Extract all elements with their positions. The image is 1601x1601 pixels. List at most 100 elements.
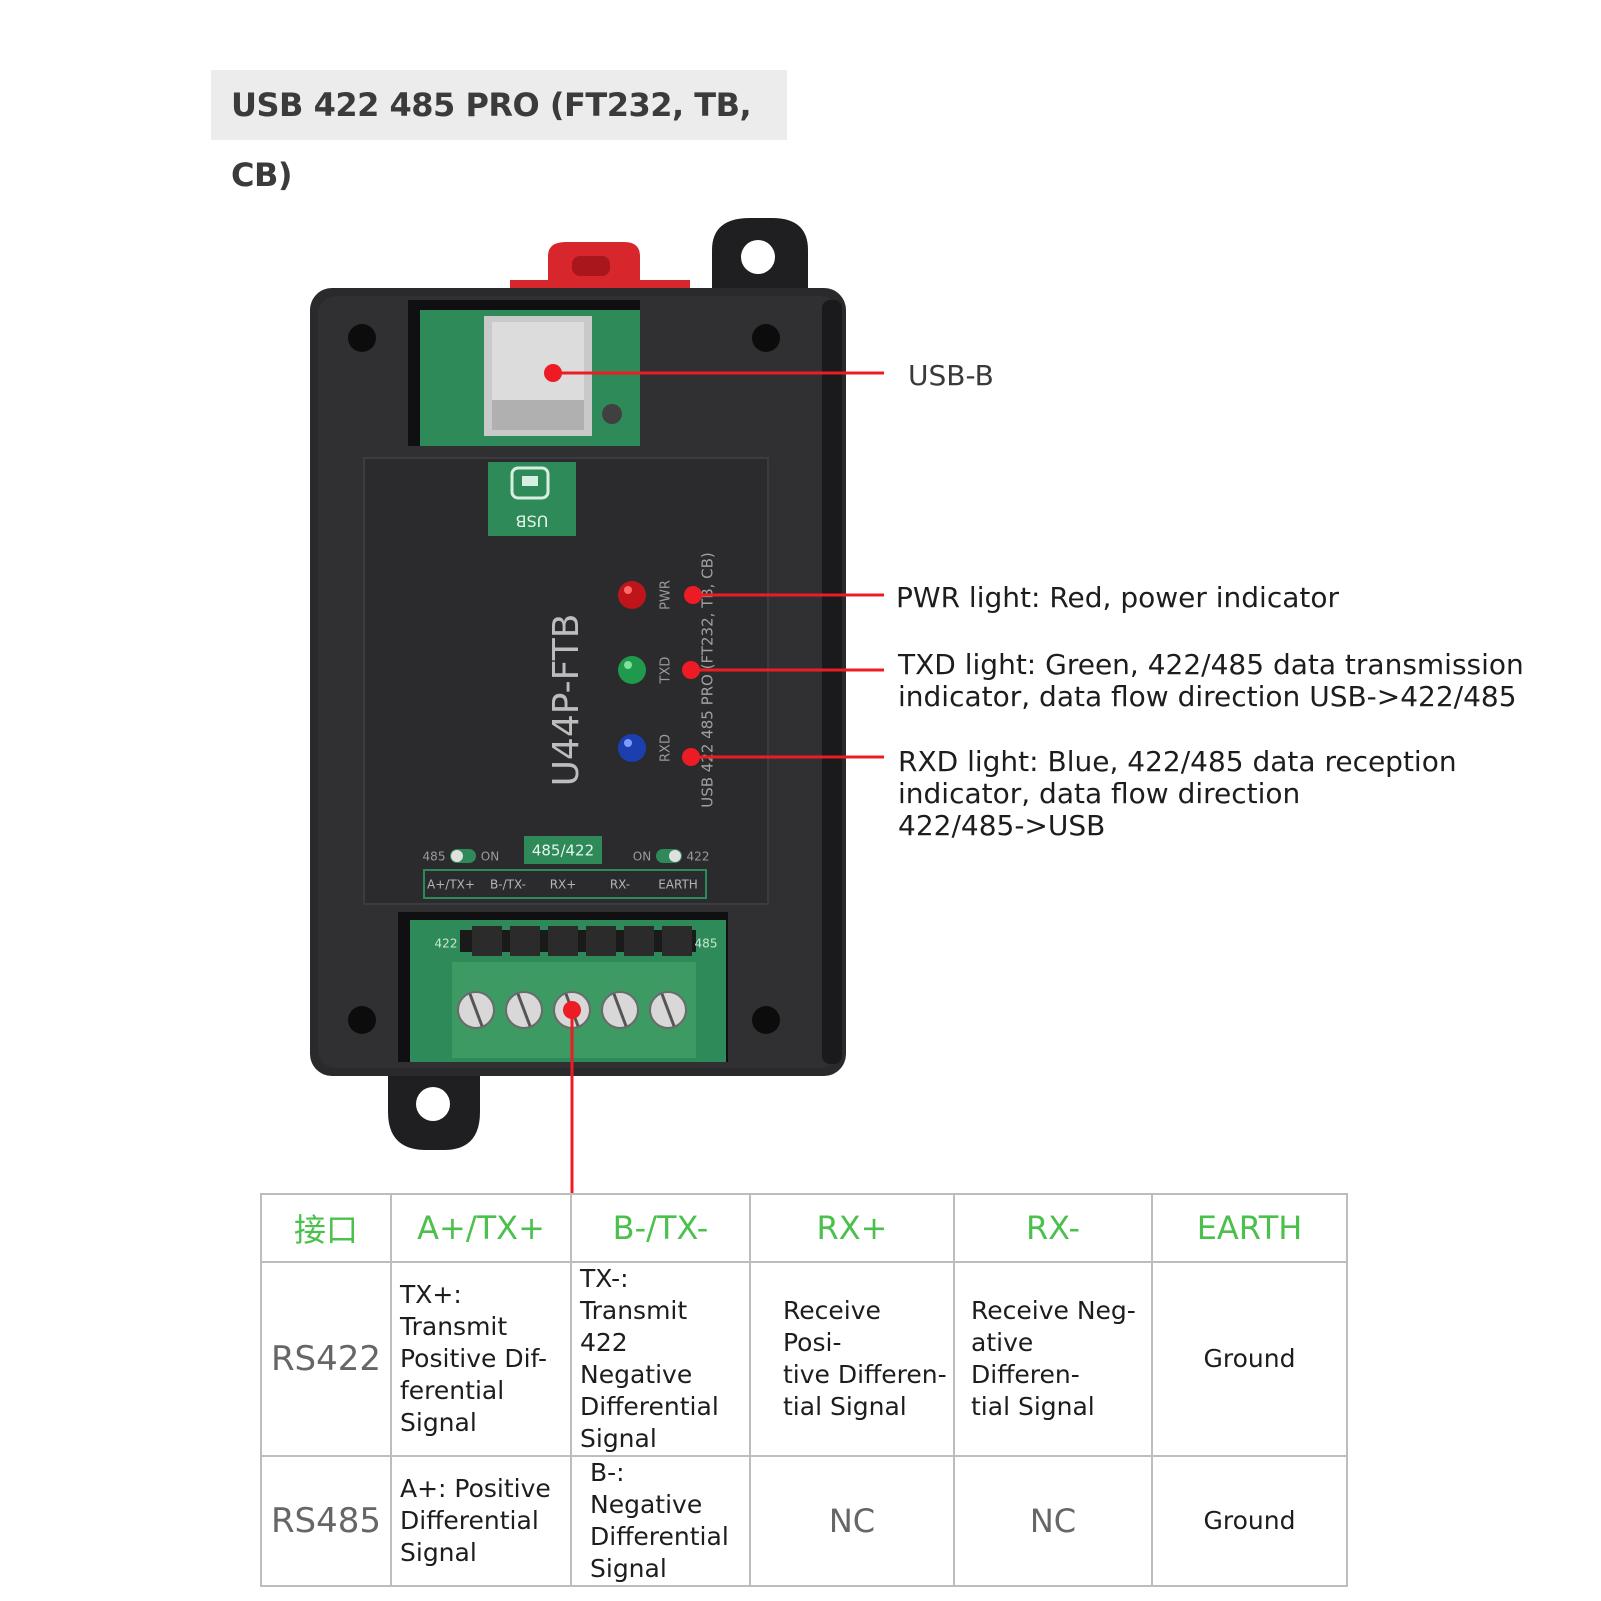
- cell-line: tial Signal: [971, 1392, 1095, 1421]
- cell-line: Signal: [400, 1408, 477, 1437]
- pwr-led: PWR: [618, 580, 674, 610]
- terminal-label: B-/TX-: [490, 878, 526, 892]
- column-header: RX-: [953, 1193, 1153, 1263]
- terminal-label: A+/TX+: [427, 878, 475, 892]
- column-header: B-/TX-: [570, 1193, 751, 1263]
- screw-hole: [348, 324, 376, 352]
- rxd-led-label: RXD: [659, 734, 674, 762]
- screw-hole: [752, 324, 780, 352]
- jumper-label-485: 485: [695, 937, 718, 951]
- cell-line: Differential: [590, 1522, 729, 1551]
- pin-definition-table: 接口 A+/TX+ B-/TX- RX+ RX- EARTH RS422 TX+…: [260, 1193, 1348, 1587]
- usb-b-leader: [544, 364, 884, 382]
- cell-line: NC: [1029, 1502, 1077, 1540]
- table-cell: NC: [749, 1455, 955, 1587]
- row-header: RS422: [260, 1261, 392, 1457]
- column-header: EARTH: [1151, 1193, 1348, 1263]
- cell-line: NC: [828, 1502, 876, 1540]
- usb-port-label: USB: [516, 512, 549, 531]
- callout-rxd: RXD light: Blue, 422/485 data reception …: [898, 746, 1457, 842]
- side-product-label: USB 422 485 PRO (FT232, TB, CB): [699, 552, 717, 808]
- table-cell: A+: Positive Differential Signal: [390, 1455, 572, 1587]
- terminal-label: RX+: [550, 878, 577, 892]
- rxd-leader: [682, 748, 884, 766]
- screw-hole: [752, 1006, 780, 1034]
- txd-led: TXD: [618, 656, 674, 684]
- column-header: 接口: [260, 1193, 392, 1263]
- cell-line: Signal: [580, 1424, 657, 1453]
- callout-txd-line: indicator, data flow direction USB->422/…: [898, 680, 1517, 713]
- switch-right-label-b: 422: [687, 850, 710, 864]
- callout-usb-b: USB-B: [908, 359, 994, 392]
- cell-line: Signal: [400, 1538, 477, 1567]
- cell-line: 422 Negative: [580, 1328, 693, 1389]
- cell-line: Signal: [590, 1554, 667, 1583]
- cell-line: ative Differen-: [971, 1328, 1080, 1389]
- terminal-screw: [601, 991, 639, 1029]
- cell-line: ferential: [400, 1376, 505, 1405]
- callout-rxd-line: indicator, data flow direction: [898, 777, 1301, 810]
- callout-pwr: PWR light: Red, power indicator: [896, 581, 1340, 614]
- red-din-clip: [510, 242, 690, 302]
- cell-line: Receive Posi-: [783, 1296, 881, 1357]
- cell-line: TX+: Transmit: [400, 1280, 508, 1341]
- cell-line: Receive Neg-: [971, 1296, 1136, 1325]
- pwr-led-label: PWR: [659, 580, 674, 610]
- table-cell: Receive Posi- tive Differen- tial Signal: [749, 1261, 955, 1457]
- pwr-leader: [684, 586, 884, 604]
- screw-hole: [348, 1006, 376, 1034]
- page-title: USB 422 485 PRO (FT232, TB, CB): [231, 86, 752, 194]
- switch-left-label-b: ON: [481, 850, 499, 864]
- rxd-led: RXD: [618, 734, 674, 762]
- cell-line: Differential: [400, 1506, 539, 1535]
- txd-leader: [682, 661, 884, 679]
- terminal-label: RX-: [610, 878, 630, 892]
- callout-txd-line: TXD light: Green, 422/485 data transmiss…: [898, 648, 1524, 681]
- callout-rxd-line: 422/485->USB: [898, 809, 1106, 842]
- table-row: RS485 A+: Positive Differential Signal B…: [260, 1455, 1348, 1587]
- cell-line: TX-: Transmit: [580, 1264, 688, 1325]
- model-label: U44P-FTB: [546, 614, 587, 787]
- terminal-screw: [649, 991, 687, 1029]
- column-header: RX+: [749, 1193, 955, 1263]
- cell-line: tive Differen-: [783, 1360, 947, 1389]
- cell-line: Positive Dif-: [400, 1344, 547, 1373]
- cell-line: Ground: [1203, 1344, 1296, 1373]
- cell-line: Differential: [580, 1392, 719, 1421]
- table-row: RS422 TX+: Transmit Positive Dif- ferent…: [260, 1261, 1348, 1457]
- terminal-labels: A+/TX+ B-/TX- RX+ RX- EARTH: [423, 869, 707, 899]
- cell-line: B-: Negative: [590, 1458, 703, 1519]
- usb-label-tab: USB: [488, 462, 576, 536]
- terminal-screw: [457, 991, 495, 1029]
- mode-label-tab: [524, 836, 602, 864]
- mode-label: 485/422: [532, 842, 594, 860]
- jumper-row: 422 485: [435, 926, 718, 956]
- callout-txd: TXD light: Green, 422/485 data transmiss…: [898, 649, 1524, 713]
- switch-left-label-a: 485: [423, 850, 446, 864]
- table-cell: TX+: Transmit Positive Dif- ferential Si…: [390, 1261, 572, 1457]
- table-cell: Receive Neg- ative Differen- tial Signal: [953, 1261, 1153, 1457]
- usb-b-port: [484, 316, 592, 436]
- table-cell: TX-: Transmit 422 Negative Differential …: [570, 1261, 751, 1457]
- row-header: RS485: [260, 1455, 392, 1587]
- table-header-row: 接口 A+/TX+ B-/TX- RX+ RX- EARTH: [260, 1193, 1348, 1263]
- table-cell: Ground: [1151, 1455, 1348, 1587]
- table-cell: NC: [953, 1455, 1153, 1587]
- top-mounting-ear: [712, 218, 808, 300]
- jumper-label-422: 422: [435, 937, 458, 951]
- txd-led-label: TXD: [659, 657, 674, 685]
- terminal-label: EARTH: [658, 878, 698, 892]
- bottom-mounting-ear: [388, 1060, 480, 1150]
- callout-rxd-line: RXD light: Blue, 422/485 data reception: [898, 745, 1457, 778]
- terminal-screw: [505, 991, 543, 1029]
- cell-line: Ground: [1203, 1506, 1296, 1535]
- column-header: A+/TX+: [390, 1193, 572, 1263]
- table-cell: Ground: [1151, 1261, 1348, 1457]
- table-cell: B-: Negative Differential Signal: [570, 1455, 751, 1587]
- terminal-leader: [563, 1001, 581, 1193]
- title-banner: USB 422 485 PRO (FT232, TB, CB): [211, 70, 787, 194]
- cell-line: tial Signal: [783, 1392, 907, 1421]
- switch-right-label-a: ON: [633, 850, 651, 864]
- cell-line: A+: Positive: [400, 1474, 551, 1503]
